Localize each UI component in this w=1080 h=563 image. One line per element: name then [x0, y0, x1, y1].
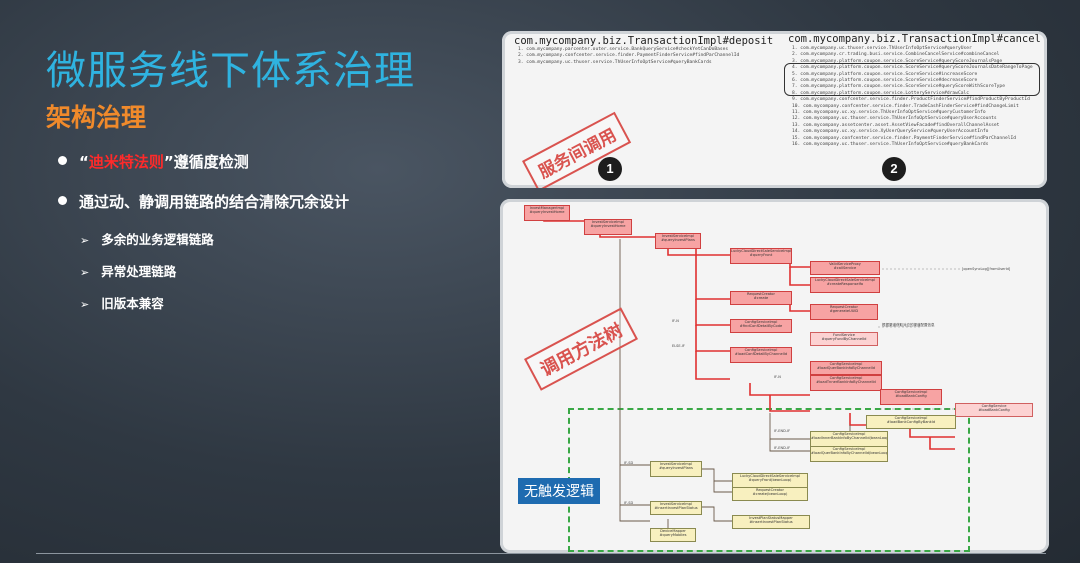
label-if-sd-2: IF-SD — [624, 501, 634, 505]
tree-node: InvestServiceImpl#queryInvestPlans — [650, 461, 702, 477]
call-line: 3. com.mycompany.platform.coupon.service… — [792, 58, 1003, 64]
tree-node: InvestServiceImpl#insertInvestPlanStatus — [650, 501, 702, 515]
call-line: 6. com.mycompany.platform.coupon.service… — [792, 78, 978, 84]
tree-node: RequestCreator#create(beanLoop) — [732, 487, 808, 501]
tree-node: ConfigServiceImpl#loadQuerBankInfoByChan… — [810, 361, 882, 375]
sub-item-legacy: ➢旧版本兼容 — [80, 296, 164, 311]
call-line: 16. com.mycompany.uc.thuser.service.ThUs… — [792, 142, 989, 148]
call-line: 13. com.mycompany.assetcenter.asset.Asse… — [792, 122, 1000, 128]
call-line: 7. com.mycompany.platform.coupon.service… — [792, 84, 1005, 90]
tree-connectors — [543, 213, 1030, 534]
tree-node: ConfigServiceImpl#loadTnnerBankInfoByCha… — [810, 375, 882, 391]
tree-node: ConfigServiceImpl#loadBankConfig — [880, 389, 942, 405]
call-line: 11. com.mycompany.uc.xy.service.ThUserIn… — [792, 110, 986, 116]
tree-node: ConfigServiceImpl#loadConfDetailByChanne… — [730, 347, 792, 363]
call-line: 15. com.mycompany.confcenter.service.fin… — [792, 135, 1017, 141]
label-if-n: IF-N — [672, 319, 679, 323]
deposit-call-list: 1. com.mycompany.parcenter.outer.service… — [518, 47, 739, 66]
call-line: 2. com.mycompany.confcenter.service.find… — [518, 53, 740, 59]
service-call-panel: com.mycompany.biz.TransactionImpl#deposi… — [502, 31, 1047, 188]
cancel-call-list: 1. com.mycompany.uc.thuser.service.ThUse… — [792, 46, 1033, 149]
slide-title: 微服务线下体系治理 — [46, 48, 415, 94]
tree-node: RequestCreator#generateUUID — [810, 304, 878, 320]
label-if-end-if-2: IF-END-IF — [774, 446, 791, 450]
call-line: 4. com.mycompany.platform.coupon.service… — [792, 65, 1033, 71]
bullet-redundancy: 通过动、静调用链路的结合清除冗余设计 — [58, 191, 349, 212]
tree-node: RequestCreator#create — [730, 291, 792, 305]
arrow-right-icon: ➢ — [80, 234, 90, 247]
arrow-right-icon: ➢ — [80, 266, 90, 279]
call-line: 10. com.mycompany.confcenter.service.fin… — [792, 103, 1019, 109]
call-line: 2. com.mycompany.cr.trading.busi.service… — [792, 52, 1000, 58]
call-line: 1. com.mycompany.uc.thuser.service.ThUse… — [792, 46, 972, 51]
arrow-right-icon: ➢ — [80, 298, 90, 311]
tree-node: ValidServiceProxy#callService — [810, 261, 880, 275]
tree-node: LuckyCloudDirectSaleServiceImpl#queryFro… — [730, 248, 792, 264]
tree-node: InvestServiceImpl#queryInvestPlans — [655, 233, 701, 249]
footer-divider — [36, 553, 1046, 554]
tree-node: DeviceMapper#queryMobiles — [650, 528, 696, 542]
bullet-highlight: 迪米特法则 — [88, 153, 164, 171]
deposit-header: com.mycompany.biz.TransactionImpl#deposi… — [514, 35, 774, 47]
highlight-box — [784, 63, 1040, 96]
tree-node: InvestPlanStatusMapper#insertInvestPlanS… — [732, 515, 810, 529]
badge-1: 1 — [598, 157, 622, 181]
bullet-suffix: ”遵循度检测 — [163, 153, 249, 171]
call-line: 12. com.mycompany.uc.thuser.service.ThUs… — [792, 116, 997, 122]
call-line: 14. com.mycompany.uc.xy.service.XyUserQu… — [792, 129, 989, 135]
tree-node: ConfigServiceImpl#loadQuerBankInfoByChan… — [810, 446, 888, 462]
call-line: 1. com.mycompany.parcenter.outer.service… — [518, 47, 729, 52]
side-note-channel: 根据渠道获取对应的渠道配置信息 — [882, 323, 935, 327]
tree-node: ConfigServiceImpl#loadBankConfigByBankId — [866, 415, 956, 429]
label-if-n-2: IF-N — [774, 375, 781, 379]
tree-node: ConfigServiceImpl#loadInnerBankInfoByCha… — [810, 431, 888, 447]
side-note-log: [openSyncLog][fromUserId] — [962, 267, 1011, 271]
bullet-dot-icon — [58, 156, 67, 165]
call-line: 5. com.mycompany.platform.coupon.service… — [792, 71, 978, 77]
tree-node: InvestManagerImpl#queryInvestHome — [524, 205, 570, 221]
tree-node: ConfigServiceImpl#findConfDetailByCode — [730, 319, 792, 333]
label-if-end-if: IF-END-IF — [774, 429, 791, 433]
tree-node: InvestServiceImpl#queryInvestHome — [584, 219, 632, 235]
call-line: 8. com.mycompany.platform.coupon.service… — [792, 90, 970, 96]
bullet-demeter: “迪米特法则”遵循度检测 — [58, 151, 249, 172]
tree-node: LuckyCloudDirectSaleServiceImpl#createRe… — [810, 277, 880, 293]
badge-2: 2 — [882, 157, 906, 181]
label-if-sd: IF-SD — [624, 461, 634, 465]
call-line: 3. com.mycompany.uc.thuser.service.ThUse… — [518, 59, 712, 65]
sub-item-exception: ➢异常处理链路 — [80, 264, 177, 279]
call-line: 9. com.mycompany.confcenter.service.find… — [792, 97, 1030, 103]
bullet-text: 通过动、静调用链路的结合清除冗余设计 — [79, 193, 350, 211]
cancel-header: com.mycompany.biz.TransactionImpl#cancel — [788, 33, 1041, 45]
label-else-if: ELSE-IF — [672, 344, 685, 348]
no-trigger-label: 无触发逻辑 — [518, 478, 600, 504]
slide-subtitle: 架构治理 — [46, 103, 147, 132]
tree-node: LuckyCloudDirectSaleServiceImpl#queryFro… — [732, 473, 808, 489]
bullet-dot-icon — [58, 196, 67, 205]
sub-item-business-logic: ➢多余的业务逻辑链路 — [80, 232, 214, 247]
tree-node: ConfigService#loadBankConfig — [955, 403, 1033, 417]
tree-node: FundService#queryFundByChannelId — [810, 332, 878, 346]
bullet-prefix: “ — [79, 153, 89, 171]
